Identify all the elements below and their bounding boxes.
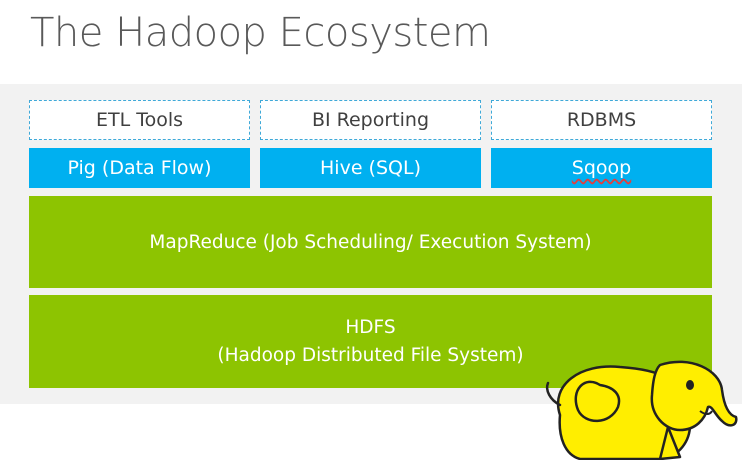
hdfs-subtitle: (Hadoop Distributed File System) <box>217 344 524 366</box>
pig-box: Pig (Data Flow) <box>29 148 250 188</box>
hdfs-title: HDFS <box>345 316 396 338</box>
sqoop-label: Sqoop <box>571 157 632 179</box>
hadoop-elephant-icon <box>545 360 738 460</box>
hive-box: Hive (SQL) <box>260 148 481 188</box>
page-title: The Hadoop Ecosystem <box>30 10 491 56</box>
hdfs-label: HDFS (Hadoop Distributed File System) <box>217 314 523 370</box>
etl-tools-box: ETL Tools <box>29 100 250 140</box>
rdbms-box: RDBMS <box>491 100 712 140</box>
bi-reporting-box: BI Reporting <box>260 100 481 140</box>
sqoop-box: Sqoop <box>491 148 712 188</box>
mapreduce-box: MapReduce (Job Scheduling/ Execution Sys… <box>29 196 712 288</box>
